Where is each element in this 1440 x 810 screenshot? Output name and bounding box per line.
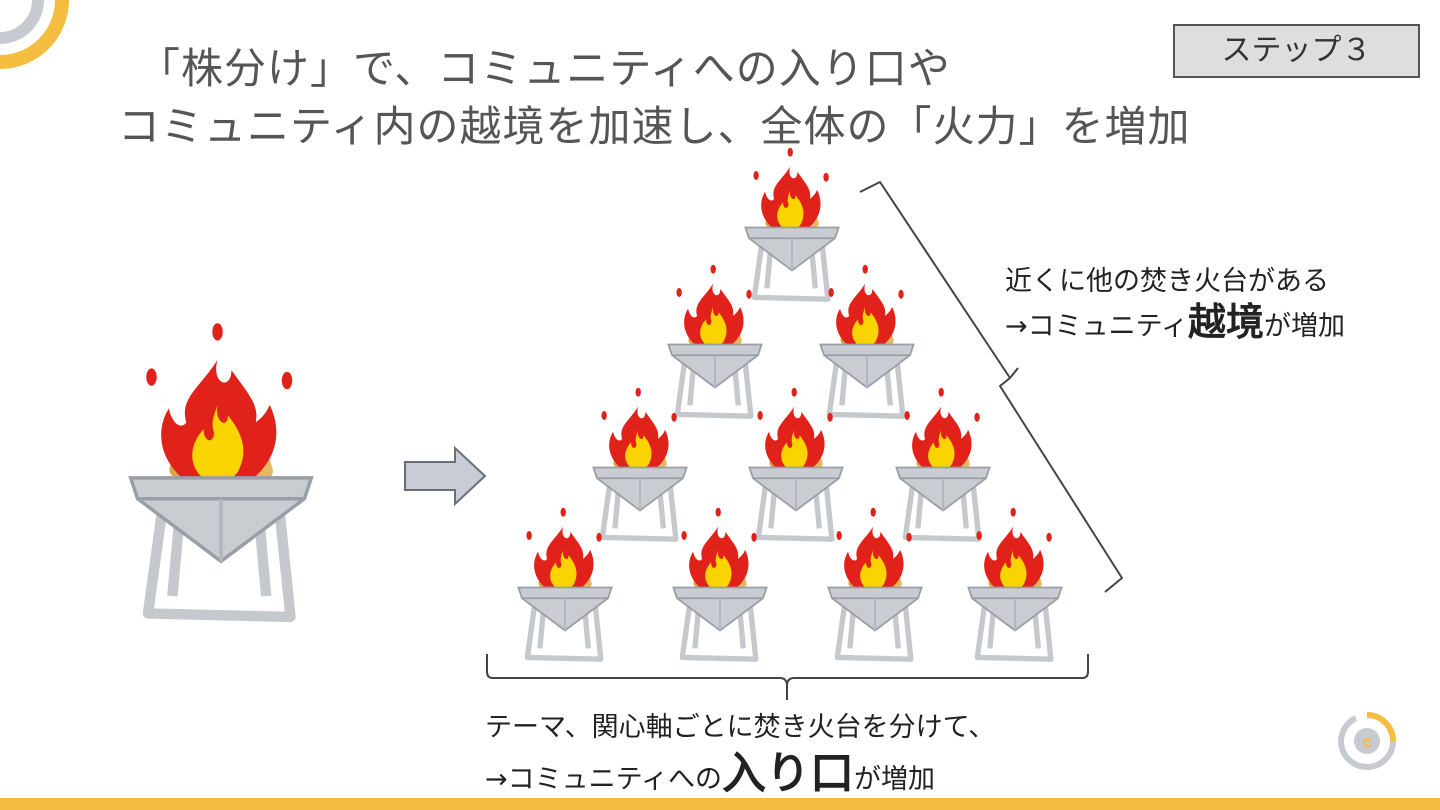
bottom-note-line-2: →コミュニティへの入り口が増加 (485, 751, 995, 803)
right-note-line-1: 近くに他の焚き火台がある (1005, 266, 1329, 297)
bottom-note-suffix: が増加 (854, 764, 936, 795)
step-badge: ステップ３ (1173, 24, 1420, 78)
right-note-emphasis: 越境 (1188, 300, 1265, 344)
title-line-1: 「株分け」で、コミュニティへの入り口や (138, 44, 951, 93)
right-arrow-icon (404, 445, 487, 507)
bottom-note: テーマ、関心軸ごとに焚き火台を分けて、 →コミュニティへの入り口が増加 (485, 705, 995, 803)
logo-icon: c (1337, 712, 1396, 771)
right-note-line-2: →コミュニティ越境が増加 (1005, 302, 1345, 347)
right-note-suffix: が増加 (1264, 311, 1346, 342)
title-line-2: コミュニティ内の越境を加速し、全体の「火力」を増加 (118, 102, 1191, 151)
bottom-accent-bar (0, 798, 1440, 810)
svg-text:c: c (1362, 732, 1371, 751)
right-note-prefix: →コミュニティ (1005, 311, 1189, 342)
right-note: 近くに他の焚き火台がある →コミュニティ越境が増加 (1005, 262, 1345, 347)
bottom-note-line-1: テーマ、関心軸ごとに焚き火台を分けて、 (485, 712, 996, 743)
page-title: 「株分け」で、コミュニティへの入り口や コミュニティ内の越境を加速し、全体の「火… (118, 40, 1348, 156)
bottom-note-emphasis: 入り口 (722, 748, 855, 799)
bottom-note-prefix: →コミュニティへの (485, 764, 723, 795)
